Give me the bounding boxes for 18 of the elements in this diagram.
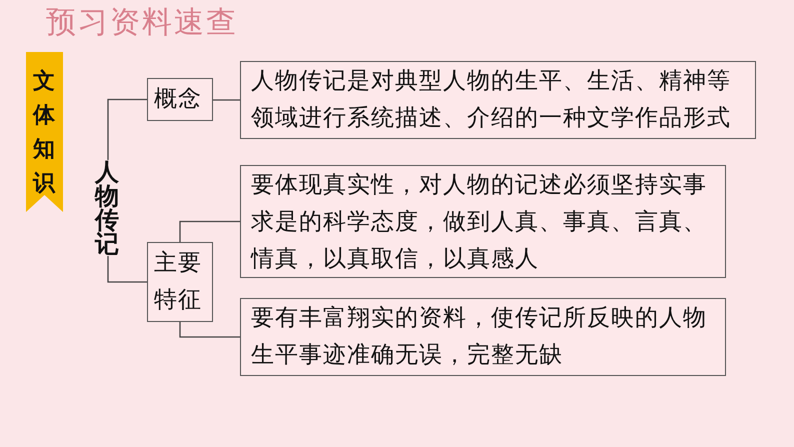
text-box [147, 242, 213, 322]
text-box [147, 78, 213, 121]
connector-line [107, 256, 147, 283]
box-text: 概念 [154, 85, 203, 114]
box-text: 人物传记是对典型人物的生平、生活、精神等领域进行系统描述、介绍的一种文学作品形式 [251, 67, 732, 133]
text-box [240, 298, 726, 376]
vertical-label: 人物传记 [95, 160, 119, 256]
ribbon-label: 文体知识 [33, 67, 55, 198]
box-text: 主要特征 [154, 249, 203, 315]
connector-line [179, 322, 240, 338]
page-title: 预习资料速查 [46, 4, 238, 42]
connector-line [107, 98, 147, 160]
connector-line [179, 220, 240, 242]
box-text: 要有丰富翔实的资料，使传记所反映的人物生平事迹准确无误，完整无缺 [251, 304, 708, 370]
connector-line [213, 99, 240, 101]
text-box [240, 61, 756, 139]
ribbon-banner [26, 52, 63, 212]
box-text: 要体现真实性，对人物的记述必须坚持实事求是的科学态度，做到人真、事真、言真、情真，以真取信，以真感人 [251, 171, 708, 274]
